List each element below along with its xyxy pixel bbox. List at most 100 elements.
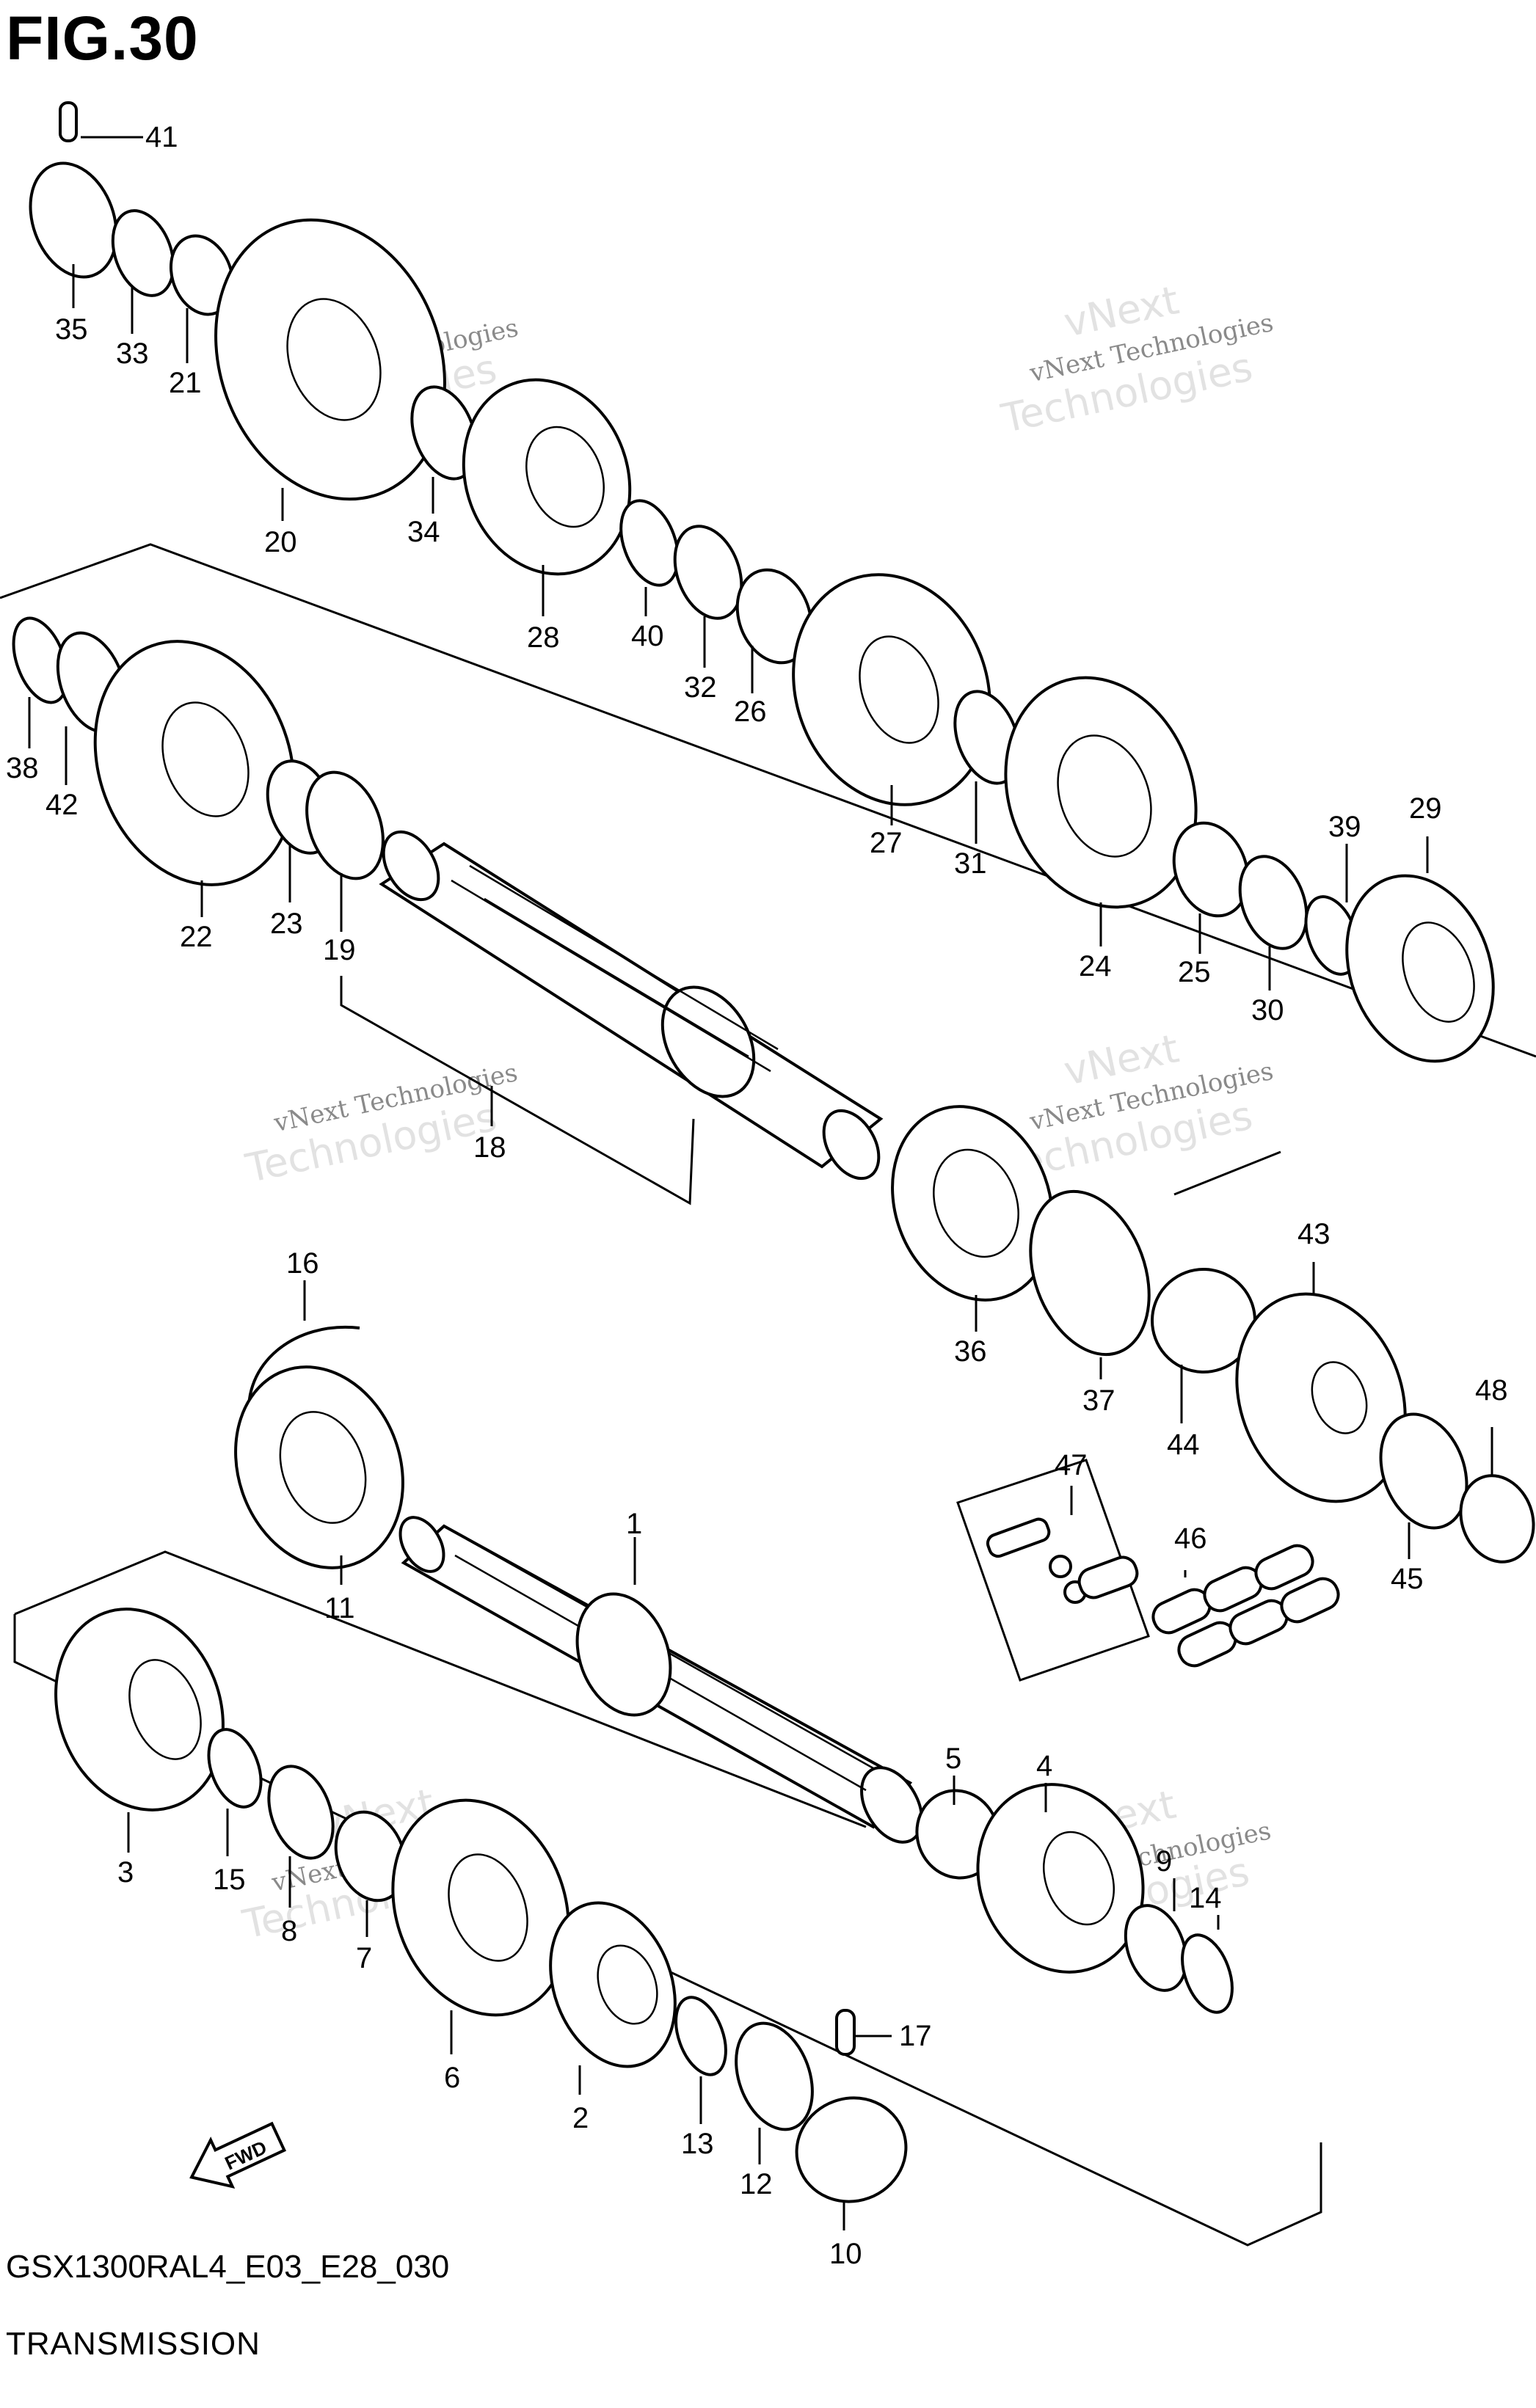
bearing-11 <box>234 1365 404 1569</box>
pin-41 <box>59 101 78 142</box>
callout-28: 28 <box>527 621 560 654</box>
gear-22-hub <box>161 701 250 817</box>
leader-lines <box>28 136 1493 2230</box>
callout-12: 12 <box>740 2168 773 2200</box>
gear-20 <box>214 218 446 501</box>
driveshaft-frame <box>13 1614 1322 2247</box>
fwd-arrow: FWD <box>189 2121 287 2189</box>
gear-29-hub <box>1402 922 1475 1023</box>
callout-21: 21 <box>169 367 202 399</box>
circlip-40 <box>619 499 680 587</box>
callout-36: 36 <box>954 1335 987 1368</box>
cam-35 <box>29 161 118 279</box>
washer-37 <box>1029 1189 1151 1357</box>
callout-45: 45 <box>1391 1563 1424 1595</box>
callout-7: 7 <box>356 1942 372 1974</box>
callout-35: 35 <box>55 313 88 346</box>
page-title: FIG.30 <box>6 4 199 73</box>
callout-23: 23 <box>270 908 303 940</box>
sprocket-43 <box>1235 1292 1407 1503</box>
callout-25: 25 <box>1178 956 1211 988</box>
callout-30: 30 <box>1251 994 1284 1026</box>
diagram-code: GSX1300RAL4_E03_E28_030 <box>6 2249 450 2285</box>
washer-32 <box>673 525 743 620</box>
callout-3: 3 <box>117 1856 134 1889</box>
gear-27 <box>792 573 991 806</box>
callout-47: 47 <box>1055 1449 1088 1481</box>
washer-9 <box>1124 1904 1188 1992</box>
callout-13: 13 <box>681 2128 714 2160</box>
callout-2: 2 <box>572 2102 589 2134</box>
callout-31: 31 <box>954 847 987 880</box>
callout-43: 43 <box>1297 1218 1331 1250</box>
nut-48 <box>1459 1474 1535 1564</box>
callout-41: 41 <box>145 121 178 153</box>
gear-22 <box>93 640 296 886</box>
callout-20: 20 <box>264 526 297 558</box>
gear-4-hub <box>1042 1831 1115 1926</box>
bearing-36-inner <box>933 1148 1019 1258</box>
callout-38: 38 <box>6 752 39 784</box>
sprocket-43-hub <box>1311 1361 1368 1434</box>
washer-8 <box>267 1765 335 1860</box>
gear-6-hub <box>448 1853 528 1962</box>
circlip-13 <box>674 1996 727 2076</box>
callout-1: 1 <box>626 1508 642 1540</box>
gear-28-hub <box>525 426 605 528</box>
gear-3 <box>54 1608 225 1812</box>
callout-10: 10 <box>829 2238 862 2270</box>
callout-27: 27 <box>870 827 903 859</box>
callouts: 41 35 33 21 20 34 28 40 32 26 27 31 24 2… <box>6 121 1508 2270</box>
kit-47-frame <box>956 1459 1150 1682</box>
section-title: TRANSMISSION <box>6 2326 261 2362</box>
chain-46 <box>1151 1544 1340 1668</box>
bushing-21 <box>169 234 235 316</box>
seal-19 <box>305 770 385 880</box>
countershaft-frame-lower <box>1173 1150 1281 1196</box>
callout-17: 17 <box>899 2020 932 2052</box>
callout-34: 34 <box>407 516 440 548</box>
washer-45 <box>1379 1412 1468 1530</box>
gear-4 <box>976 1783 1145 1974</box>
circlip-15 <box>207 1728 263 1809</box>
shaft-18-bracket <box>340 976 695 1205</box>
chain-joint-kit-47 <box>986 1517 1139 1604</box>
gear-28 <box>462 378 632 576</box>
callout-14: 14 <box>1189 1882 1222 1914</box>
parts: FWD <box>12 101 1535 2203</box>
washer-30 <box>1238 855 1308 950</box>
gear-24 <box>1004 676 1198 909</box>
callout-44: 44 <box>1167 1429 1200 1461</box>
callout-9: 9 <box>1156 1845 1172 1878</box>
callout-18: 18 <box>473 1131 506 1164</box>
bearing-36 <box>891 1105 1054 1302</box>
callout-8: 8 <box>281 1915 297 1947</box>
cam-10 <box>795 2096 908 2203</box>
callout-37: 37 <box>1082 1384 1115 1417</box>
callout-15: 15 <box>213 1864 246 1896</box>
callout-19: 19 <box>323 934 356 966</box>
bearing-26 <box>735 568 813 665</box>
callout-33: 33 <box>116 338 149 370</box>
callout-29: 29 <box>1409 792 1442 825</box>
gear-1 <box>575 1592 672 1717</box>
spacer-44 <box>1151 1268 1256 1373</box>
gear-3-hub <box>128 1659 202 1760</box>
gear-29 <box>1345 874 1495 1063</box>
gear-27-hub <box>859 635 939 744</box>
gear-2-hub <box>597 1944 658 2025</box>
callout-39: 39 <box>1328 811 1361 843</box>
callout-5: 5 <box>945 1743 961 1775</box>
callout-32: 32 <box>684 671 717 704</box>
callout-26: 26 <box>734 696 767 728</box>
callout-24: 24 <box>1079 950 1112 982</box>
callout-6: 6 <box>444 2062 460 2094</box>
callout-40: 40 <box>631 620 664 652</box>
countershaft-18 <box>379 830 884 1181</box>
callout-11: 11 <box>324 1592 355 1624</box>
washer-12 <box>735 2021 814 2131</box>
pin-17 <box>835 2009 856 2056</box>
gear-20-hub <box>286 298 382 421</box>
callout-16: 16 <box>286 1247 319 1280</box>
